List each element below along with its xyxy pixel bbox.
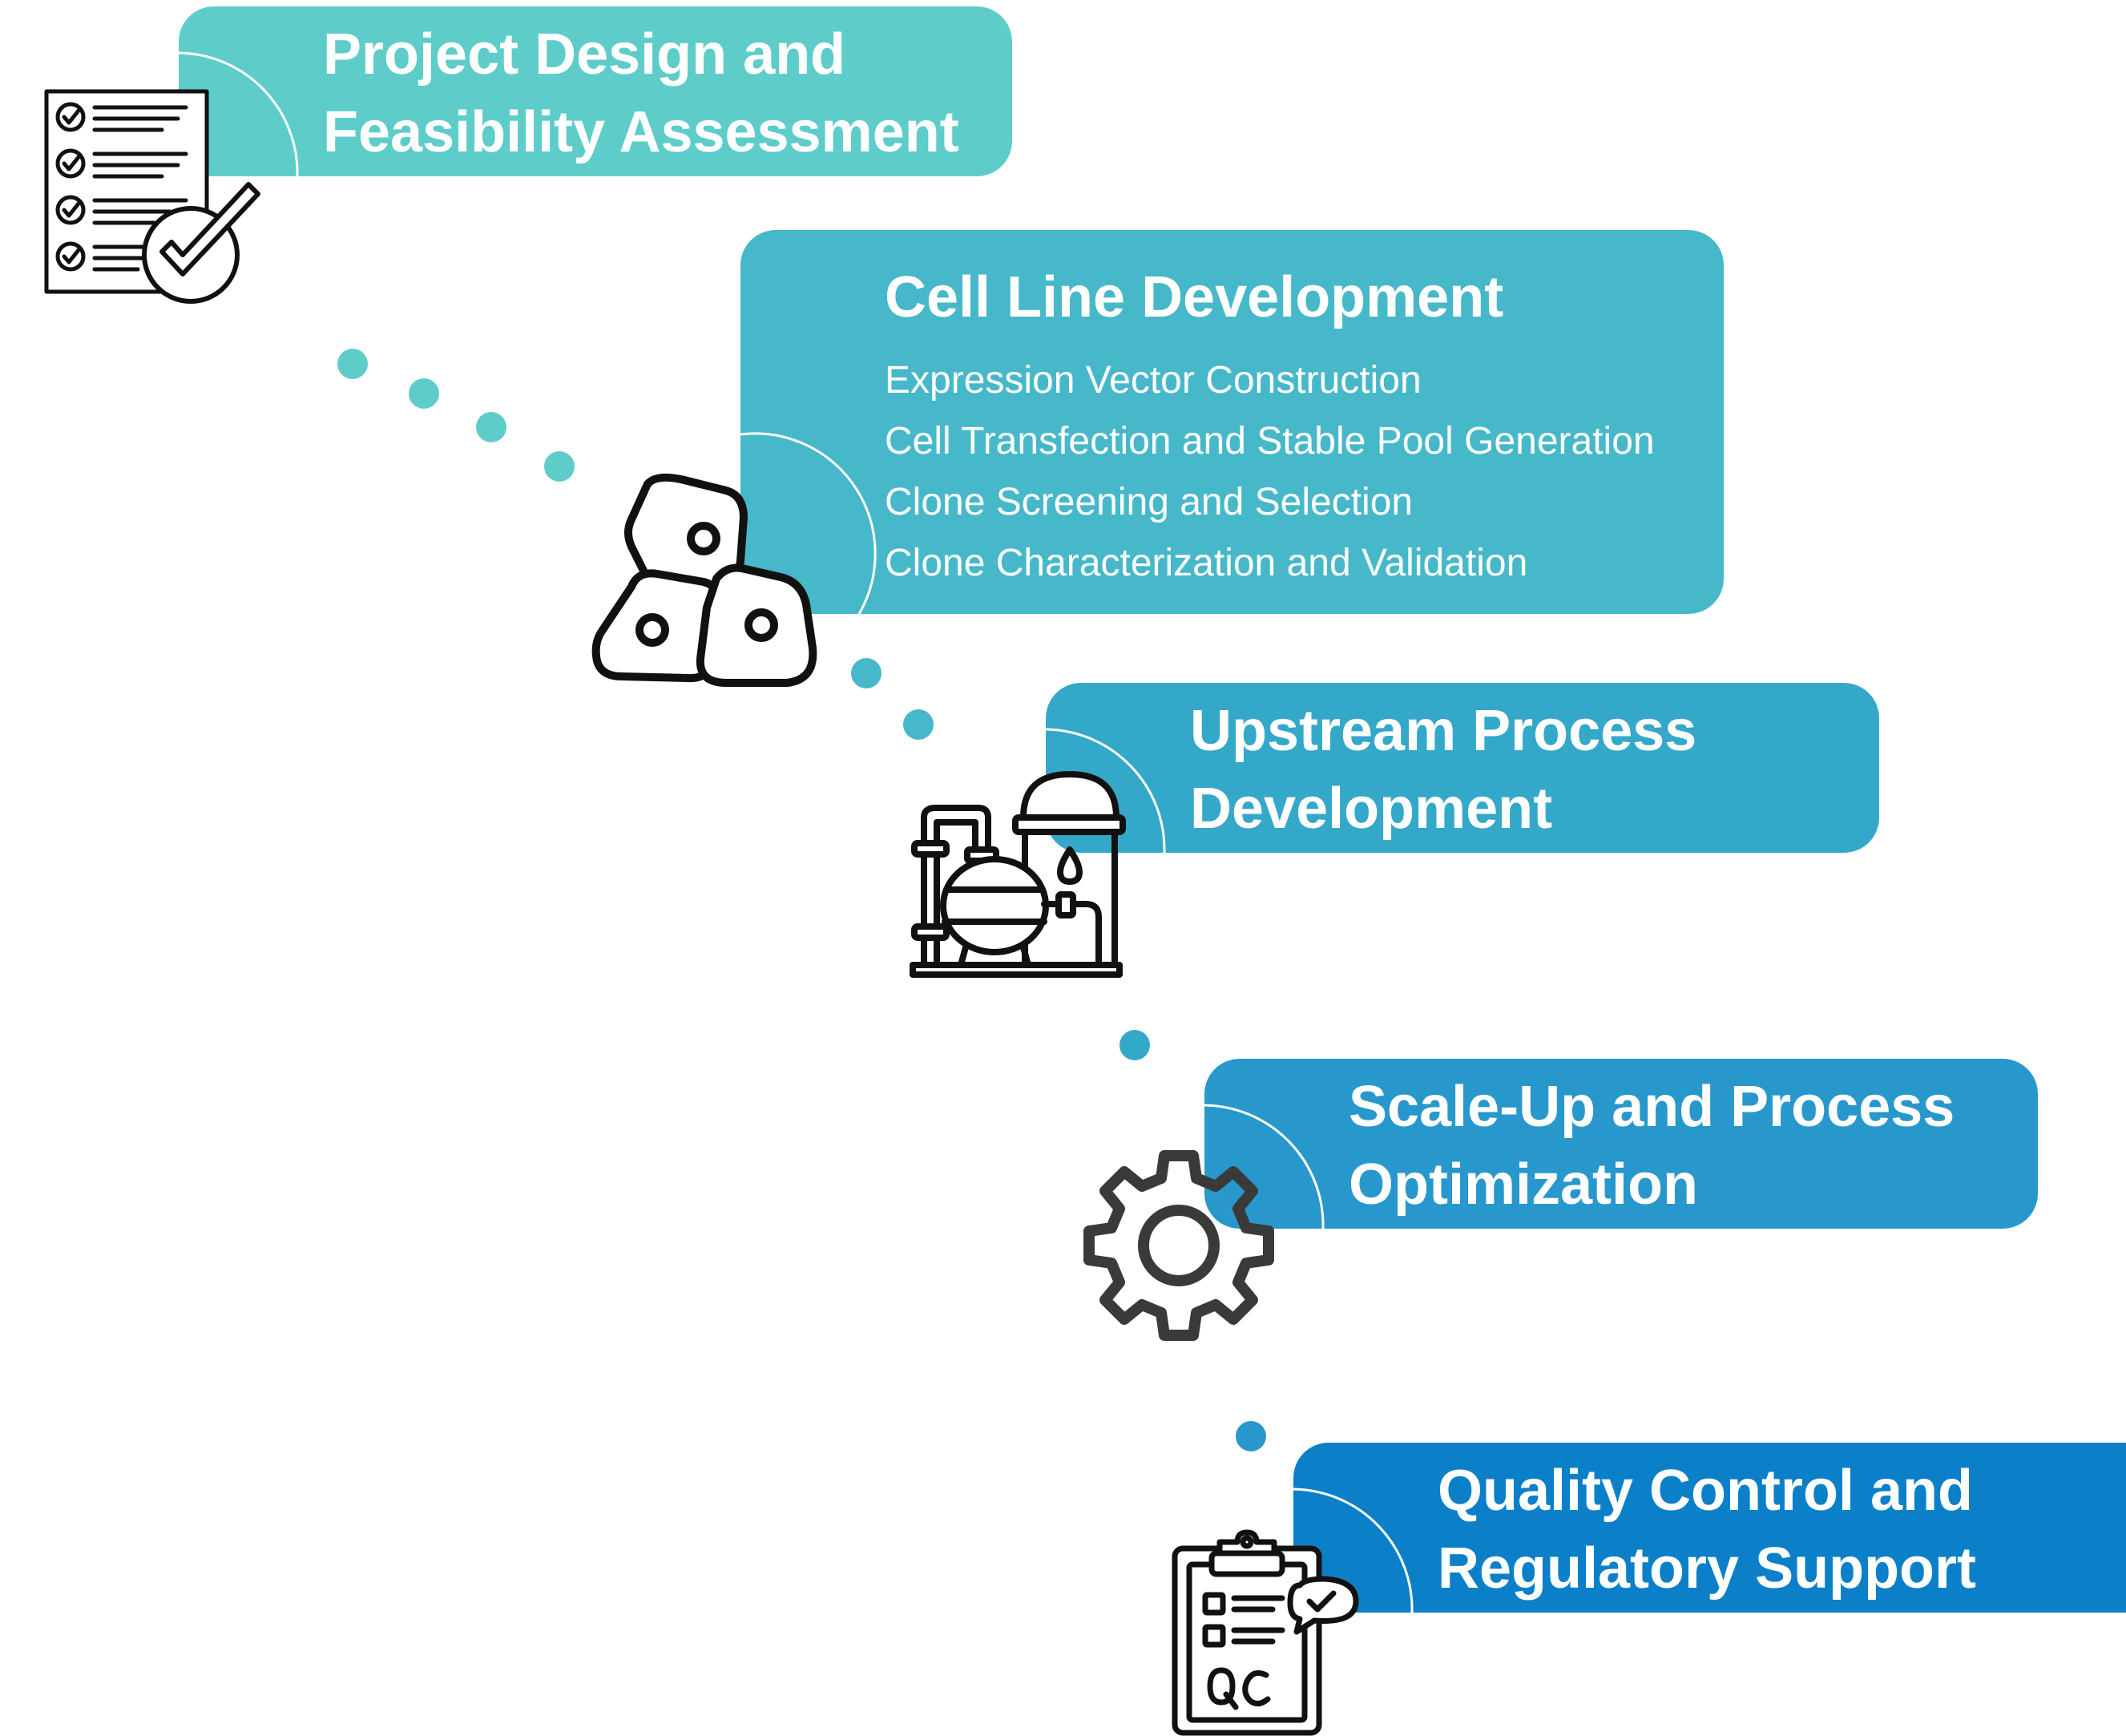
step-subitem: Cell Transfection and Stable Pool Genera… [885, 420, 1655, 462]
checklist-icon [44, 89, 260, 304]
step-title: Project Design and Feasibility Assessmen… [323, 16, 959, 172]
step-title: Scale-Up and Process Optimization [1349, 1068, 1955, 1224]
connector-dot [1119, 1030, 1150, 1060]
connector-dot [476, 412, 506, 442]
step-title: Upstream Process Development [1190, 692, 1696, 848]
connector-dot [409, 378, 439, 409]
step-card-scale-up: Scale-Up and Process Optimization [1204, 1059, 2038, 1229]
step-subitem: Expression Vector Construction [885, 359, 1422, 402]
step-title-line: Development [1190, 777, 1553, 841]
bioreactor-icon [910, 771, 1126, 978]
step-title-line: Regulatory Support [1438, 1536, 1977, 1601]
step-card-upstream-process: Upstream Process Development [1046, 683, 1879, 853]
step-title-line: Project Design and [323, 22, 846, 87]
connector-dot [1236, 1421, 1266, 1451]
step-card-cell-line-development: Cell Line Development Expression Vector … [740, 230, 1724, 614]
connector-dot [337, 349, 368, 379]
step-subitem: Clone Characterization and Validation [885, 542, 1528, 584]
connector-dot [544, 451, 575, 482]
step-title-line: Scale-Up and Process [1349, 1075, 1955, 1139]
step-title-line: Feasibility Assessment [323, 100, 959, 164]
connector-dot [903, 709, 934, 740]
step-title-line: Upstream Process [1190, 699, 1697, 763]
step-title-line: Optimization [1349, 1153, 1698, 1217]
cells-icon [591, 473, 817, 687]
step-card-project-design: Project Design and Feasibility Assessmen… [179, 6, 1012, 176]
step-subitem-list: Expression Vector Construction Cell Tran… [885, 350, 1655, 594]
step-title-line: Quality Control and [1438, 1459, 1974, 1523]
gear-icon [1083, 1150, 1274, 1341]
step-title: Cell Line Development [885, 265, 1504, 329]
step-title: Quality Control and Regulatory Support [1438, 1452, 1976, 1608]
qc-clipboard-icon [1172, 1529, 1359, 1736]
step-subitem: Clone Screening and Selection [885, 481, 1414, 523]
step-card-quality-control: Quality Control and Regulatory Support [1293, 1443, 2126, 1613]
connector-dot [851, 658, 881, 688]
